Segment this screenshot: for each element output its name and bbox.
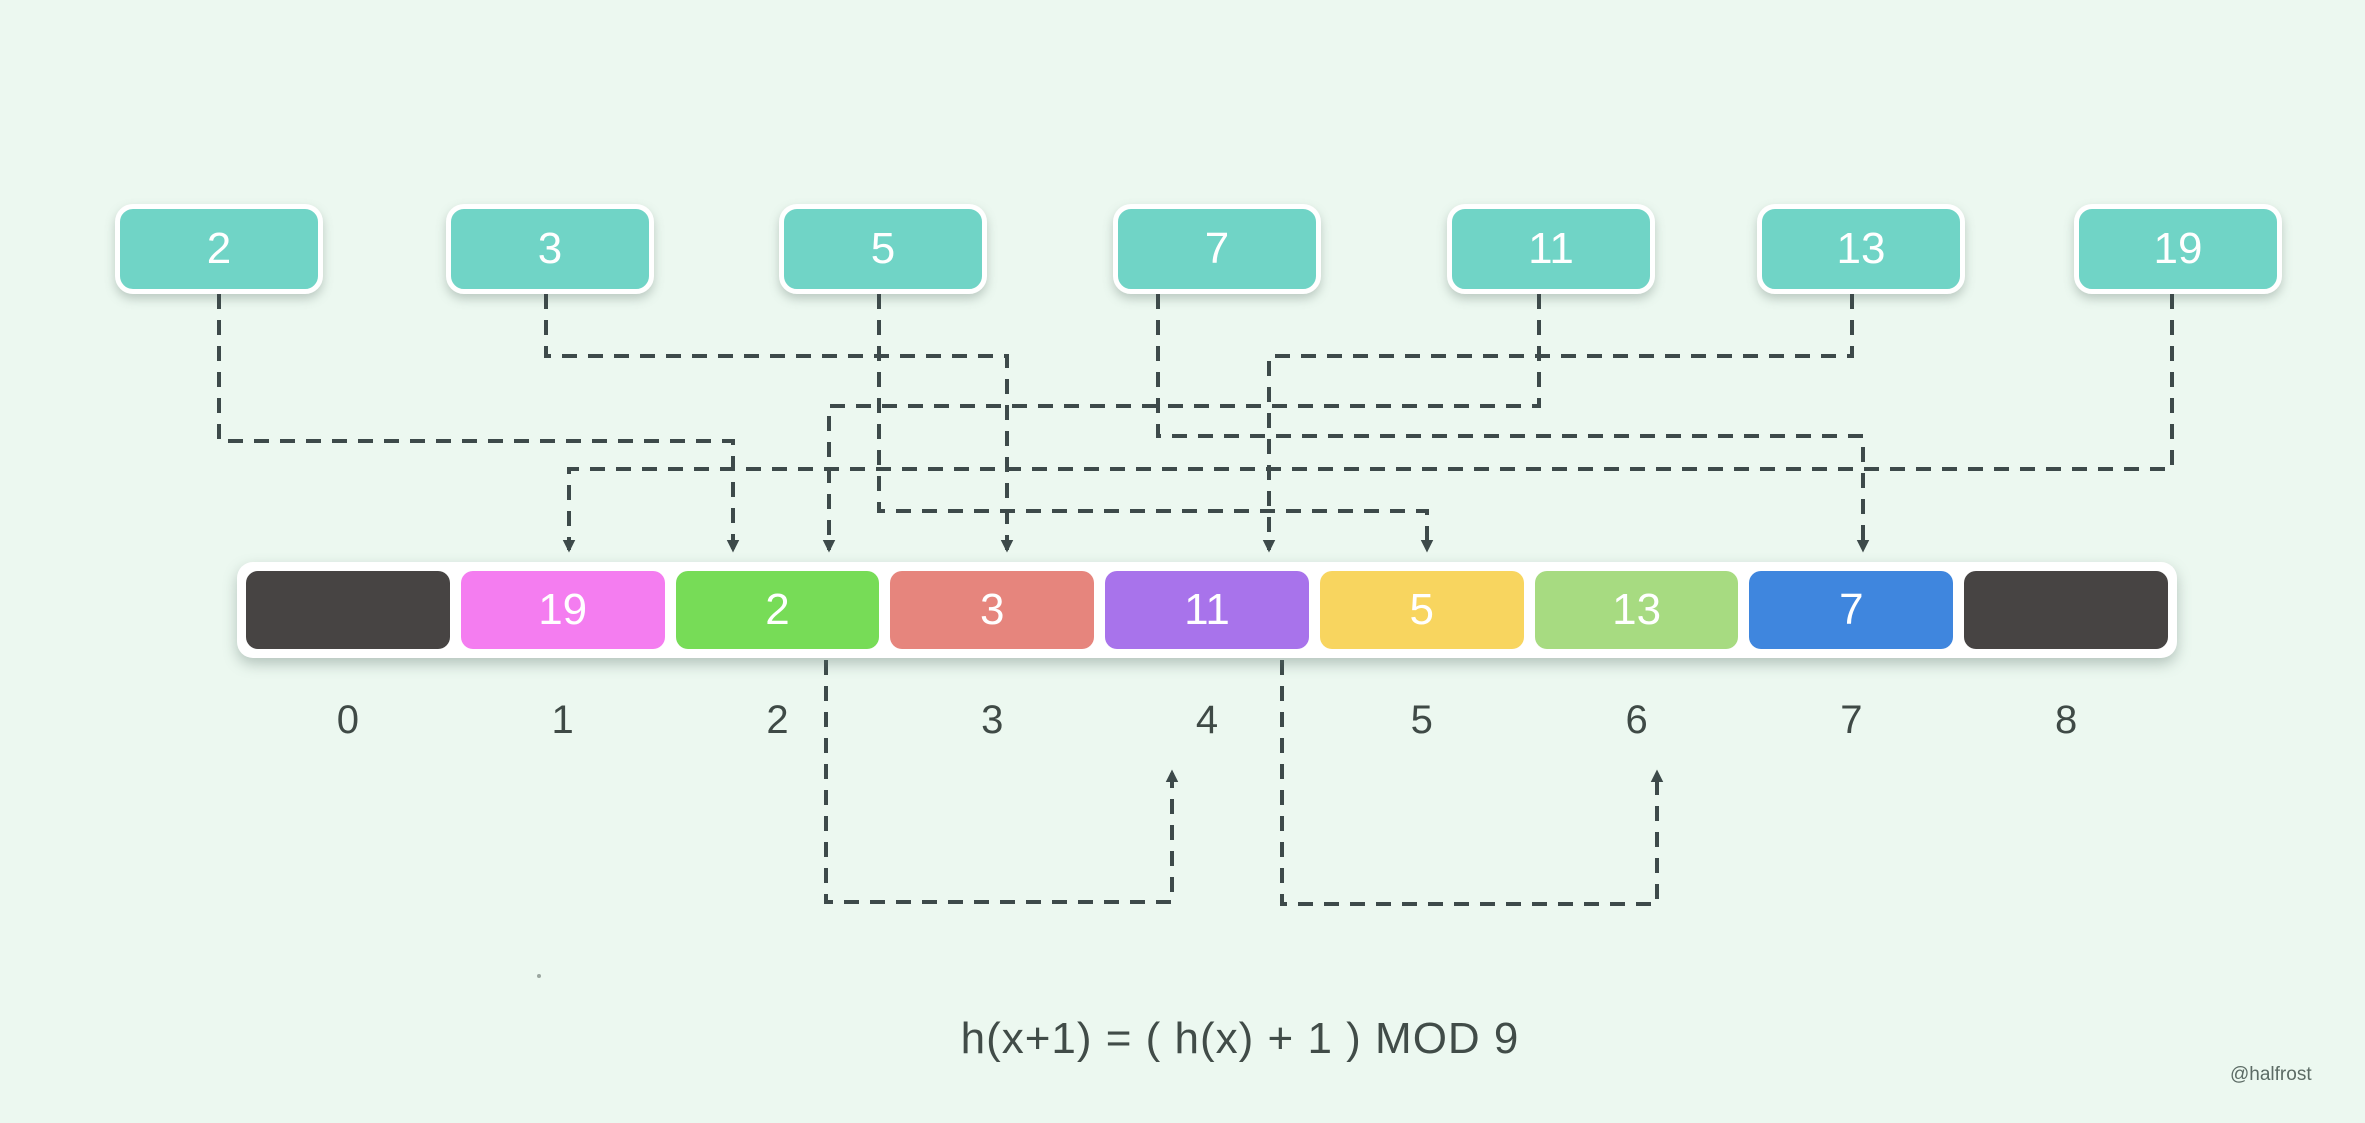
probe-slot2-to-slot4 — [824, 660, 1179, 904]
connector-key19-to-slot1 — [562, 294, 2174, 553]
table-slot-2: 2 — [675, 571, 880, 649]
table-slot-4: 11 — [1105, 571, 1309, 649]
key-box-label: 11 — [1528, 224, 1574, 273]
key-box-label: 5 — [870, 224, 896, 273]
table-slot-7: 7 — [1749, 571, 1954, 649]
index-label-3: 3 — [981, 698, 1004, 742]
slot-value: 11 — [1184, 585, 1230, 634]
slot-value: 3 — [979, 585, 1005, 634]
connector-key3-to-slot3 — [544, 294, 1014, 553]
key-box-3: 3 — [446, 204, 654, 294]
watermark-text: @halfrost — [2230, 1064, 2312, 1085]
connector-key13-to-slot4 — [1262, 294, 1854, 553]
connector-key11-to-slot2 — [822, 294, 1541, 553]
slot-value: 2 — [765, 585, 790, 634]
table-slot-0 — [246, 571, 450, 649]
index-label-7: 7 — [1840, 698, 1863, 742]
key-box-label: 19 — [2153, 224, 2203, 273]
connector-key7-to-slot7 — [1156, 294, 1870, 553]
connector-key5-to-slot5 — [877, 294, 1434, 553]
index-label-2: 2 — [766, 698, 789, 742]
key-box-label: 2 — [206, 224, 232, 273]
index-label-8: 8 — [2055, 698, 2078, 742]
connector-key2-to-slot2 — [217, 294, 740, 553]
slot-value: 7 — [1839, 585, 1864, 634]
formula-text: h(x+1) = ( h(x) + 1 ) MOD 9 — [960, 1014, 1520, 1063]
key-box-label: 7 — [1204, 224, 1230, 273]
table-slot-8 — [1964, 571, 2169, 649]
table-slot-6: 13 — [1534, 571, 1739, 649]
key-box-7: 7 — [1113, 204, 1321, 294]
index-label-6: 6 — [1625, 698, 1648, 742]
index-label-4: 4 — [1195, 698, 1219, 742]
key-box-5: 5 — [779, 204, 987, 294]
index-label-1: 1 — [551, 698, 574, 742]
key-box-2: 2 — [115, 204, 323, 294]
hash-table-container: 19 2 3 11 5 13 7 — [237, 562, 2177, 658]
index-label-5: 5 — [1410, 698, 1433, 742]
index-label-0: 0 — [336, 698, 360, 742]
key-box-label: 13 — [1836, 224, 1886, 273]
slot-value: 19 — [538, 585, 588, 634]
key-box-11: 11 — [1447, 204, 1655, 294]
table-slot-1: 19 — [460, 571, 665, 649]
slot-value: 5 — [1409, 585, 1435, 634]
table-slot-5: 5 — [1319, 571, 1524, 649]
index-label-row: 0 1 2 3 4 5 6 7 8 — [246, 698, 2168, 743]
artifact-dot — [537, 974, 541, 978]
key-box-label: 3 — [537, 224, 563, 273]
key-box-13: 13 — [1757, 204, 1965, 294]
probe-slot4-to-slot6 — [1280, 660, 1664, 906]
key-box-19: 19 — [2074, 204, 2282, 294]
table-slot-3: 3 — [890, 571, 1095, 649]
slot-value: 13 — [1612, 585, 1662, 634]
